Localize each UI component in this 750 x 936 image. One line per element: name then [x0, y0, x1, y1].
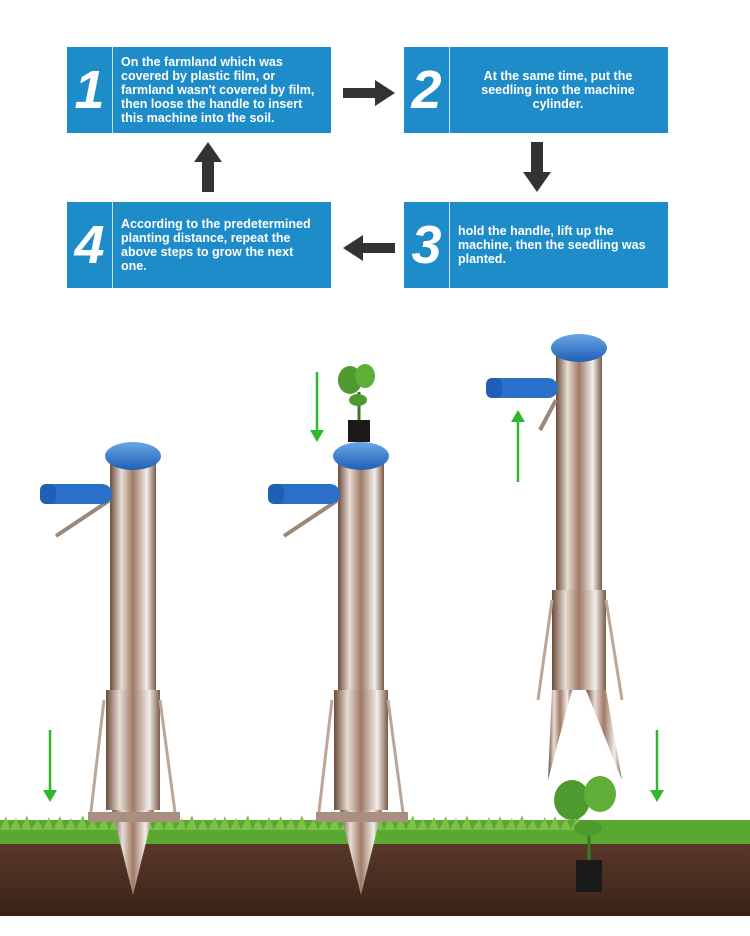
step-number-2: 2: [404, 47, 450, 133]
green-arrow-down-icon: [650, 730, 664, 802]
step-text-4: According to the predetermined planting …: [121, 217, 311, 273]
step-box-3: 3 hold the handle, lift up the machine, …: [404, 202, 668, 288]
arrow-left-icon: [343, 235, 395, 261]
step-text-3: hold the handle, lift up the machine, th…: [458, 224, 646, 266]
seedling-icon: [338, 364, 375, 442]
soil: [0, 840, 750, 916]
step-number-1: 1: [67, 47, 113, 133]
step-box-2: 2 At the same time, put the seedling int…: [404, 47, 668, 133]
planter-machine-2: [268, 364, 408, 895]
green-arrow-down-icon: [43, 730, 57, 802]
planter-machine-3: [486, 334, 624, 892]
arrow-up-icon: [194, 142, 222, 192]
arrow-right-icon: [343, 80, 395, 106]
planter-illustration: [0, 334, 750, 916]
step-text-2: At the same time, put the seedling into …: [481, 69, 635, 111]
step-box-4: 4 According to the predetermined plantin…: [67, 202, 331, 288]
green-arrow-up-icon: [511, 410, 525, 482]
planted-seedling-icon: [554, 776, 616, 892]
step-number-4: 4: [67, 202, 113, 288]
planter-machine-1: [40, 442, 180, 895]
step-number-3: 3: [404, 202, 450, 288]
green-arrow-down-icon: [310, 372, 324, 442]
step-box-1: 1 On the farmland which was covered by p…: [67, 47, 331, 133]
arrow-down-icon: [523, 142, 551, 192]
step-text-1: On the farmland which was covered by pla…: [121, 55, 315, 125]
